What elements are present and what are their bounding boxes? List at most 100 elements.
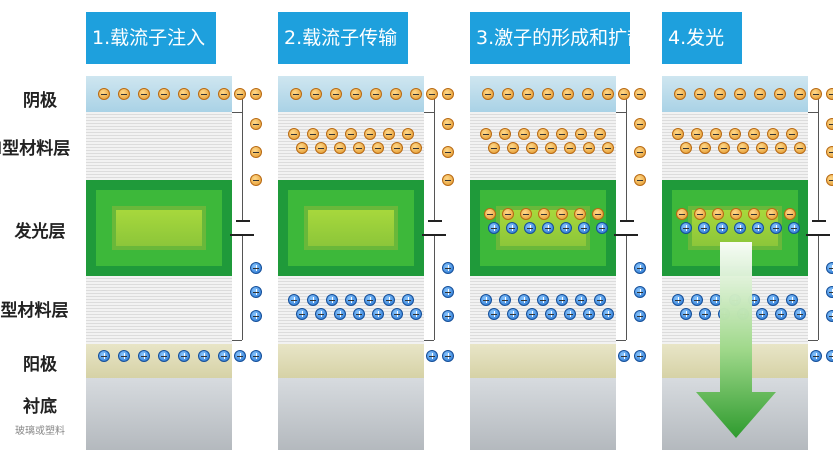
hole-plus-icon: [775, 308, 787, 320]
battery-negative-plate: [620, 220, 634, 222]
hole-plus-icon: [402, 294, 414, 306]
hole-plus-icon: [680, 222, 692, 234]
electron-minus-icon: [748, 208, 760, 220]
electron-minus-icon: [634, 88, 646, 100]
cathode-label: 阴极: [23, 91, 57, 111]
substrate-label: 衬底: [23, 397, 57, 417]
circuit-wire: [424, 236, 435, 340]
circuit-wire: [424, 340, 434, 341]
electron-minus-icon: [718, 142, 730, 154]
hole-plus-icon: [178, 350, 190, 362]
electron-minus-icon: [296, 142, 308, 154]
electron-minus-icon: [484, 208, 496, 220]
electron-minus-icon: [794, 142, 806, 154]
hole-plus-icon: [250, 286, 262, 298]
circuit-wire: [424, 94, 435, 220]
hole-plus-icon: [499, 294, 511, 306]
electron-minus-icon: [810, 88, 822, 100]
circuit-wire: [232, 112, 242, 113]
electron-minus-icon: [520, 208, 532, 220]
electron-minus-icon: [390, 88, 402, 100]
hole-plus-icon: [442, 350, 454, 362]
electron-minus-icon: [634, 118, 646, 130]
emissive-layer: [278, 180, 424, 276]
electron-minus-icon: [480, 128, 492, 140]
electron-minus-icon: [383, 128, 395, 140]
electron-minus-icon: [556, 128, 568, 140]
hole-plus-icon: [307, 294, 319, 306]
hole-plus-icon: [545, 308, 557, 320]
electron-minus-icon: [556, 208, 568, 220]
electron-minus-icon: [583, 142, 595, 154]
electron-minus-icon: [784, 208, 796, 220]
hole-plus-icon: [326, 294, 338, 306]
hole-plus-icon: [218, 350, 230, 362]
electron-minus-icon: [234, 88, 246, 100]
electron-minus-icon: [582, 88, 594, 100]
electron-minus-icon: [826, 118, 833, 130]
electron-minus-icon: [178, 88, 190, 100]
electron-minus-icon: [250, 146, 262, 158]
electron-minus-icon: [198, 88, 210, 100]
electron-minus-icon: [364, 128, 376, 140]
hole-plus-icon: [334, 308, 346, 320]
step-panel-1: 1.载流子注入: [86, 0, 278, 450]
substrate-layer: [278, 378, 424, 450]
electron-minus-icon: [767, 128, 779, 140]
electron-minus-icon: [575, 128, 587, 140]
hole-plus-icon: [250, 262, 262, 274]
hole-plus-icon: [564, 308, 576, 320]
hole-plus-icon: [756, 308, 768, 320]
hole-plus-icon: [383, 294, 395, 306]
step-title-1: 1.载流子注入: [86, 12, 216, 64]
electron-minus-icon: [334, 142, 346, 154]
electron-minus-icon: [618, 88, 630, 100]
hole-plus-icon: [752, 222, 764, 234]
electron-minus-icon: [712, 208, 724, 220]
electron-minus-icon: [315, 142, 327, 154]
electron-minus-icon: [410, 88, 422, 100]
circuit-wire: [808, 112, 818, 113]
hole-plus-icon: [315, 308, 327, 320]
hole-plus-icon: [364, 294, 376, 306]
hole-plus-icon: [250, 310, 262, 322]
hole-plus-icon: [578, 222, 590, 234]
anode-layer: [470, 344, 616, 378]
hole-plus-icon: [426, 350, 438, 362]
n-type-layer: [86, 112, 232, 180]
hole-plus-icon: [634, 310, 646, 322]
hole-plus-icon: [596, 222, 608, 234]
electron-minus-icon: [499, 128, 511, 140]
circuit-wire: [616, 236, 627, 340]
electron-minus-icon: [138, 88, 150, 100]
hole-plus-icon: [786, 294, 798, 306]
hole-plus-icon: [810, 350, 822, 362]
hole-plus-icon: [794, 308, 806, 320]
electron-minus-icon: [634, 146, 646, 158]
battery-positive-plate: [230, 234, 254, 236]
circuit-wire: [232, 340, 242, 341]
hole-plus-icon: [506, 222, 518, 234]
electron-minus-icon: [522, 88, 534, 100]
hole-plus-icon: [788, 222, 800, 234]
hole-plus-icon: [526, 308, 538, 320]
electron-minus-icon: [353, 142, 365, 154]
electron-minus-icon: [391, 142, 403, 154]
hole-plus-icon: [198, 350, 210, 362]
circuit-wire: [232, 94, 243, 220]
electron-minus-icon: [672, 128, 684, 140]
electron-minus-icon: [794, 88, 806, 100]
electron-minus-icon: [826, 146, 833, 158]
circuit-wire: [424, 112, 434, 113]
hole-plus-icon: [826, 310, 833, 322]
hole-plus-icon: [594, 294, 606, 306]
circuit-wire: [616, 340, 626, 341]
electron-minus-icon: [562, 88, 574, 100]
electron-minus-icon: [574, 208, 586, 220]
circuit-wire: [616, 112, 626, 113]
electron-minus-icon: [526, 142, 538, 154]
electron-minus-icon: [488, 142, 500, 154]
electron-minus-icon: [786, 128, 798, 140]
hole-plus-icon: [634, 286, 646, 298]
hole-plus-icon: [98, 350, 110, 362]
